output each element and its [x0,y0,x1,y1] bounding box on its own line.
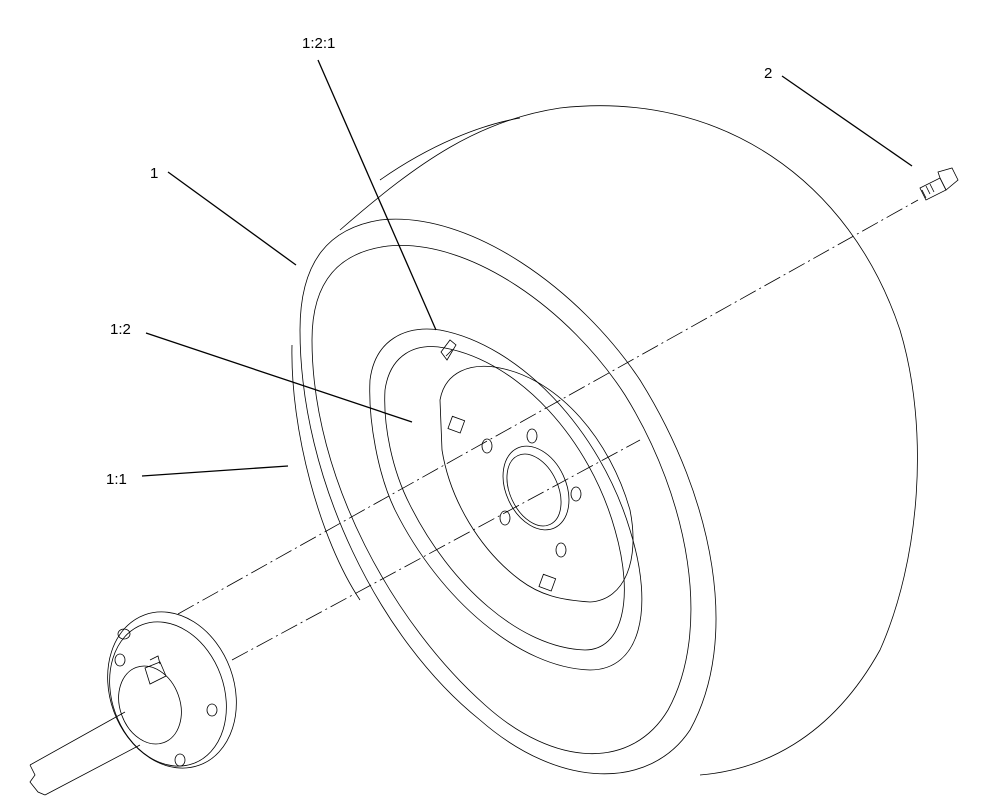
axle-hub [29,611,237,796]
callout-1-1: 1:1 [106,471,127,488]
leader-lines [141,59,913,477]
assembly-axis-lines [177,199,919,661]
leader-1-2 [145,332,413,423]
leader-1 [167,171,297,266]
leader-1-2-1 [317,59,437,331]
callout-2: 2 [764,65,772,82]
callout-1-2: 1:2 [110,321,131,338]
lug-bolt [919,167,959,201]
valve-stem [440,339,457,361]
callout-1: 1 [150,165,158,182]
leader-1-1 [141,465,289,477]
tire-body [291,105,918,776]
wheel-rim [369,328,643,671]
callout-1-2-1: 1:2:1 [302,35,335,52]
leader-2 [781,75,913,167]
